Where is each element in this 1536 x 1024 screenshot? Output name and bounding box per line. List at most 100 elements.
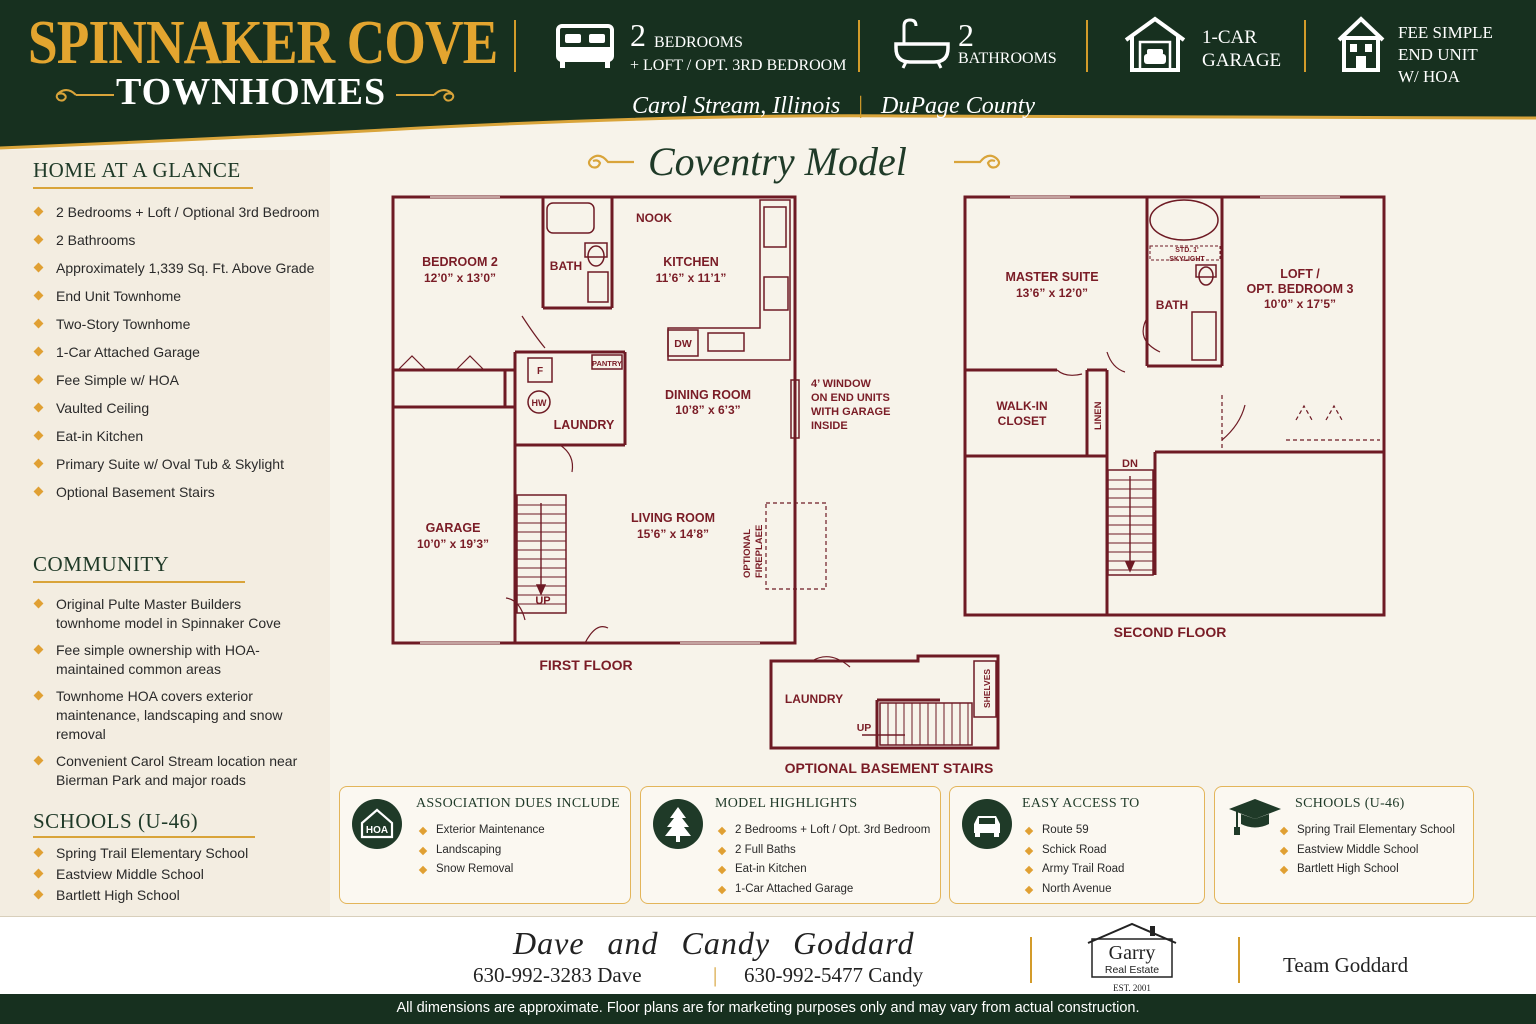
second-floor-outline: [963, 195, 1386, 617]
glance-item: Approximately 1,339 Sq. Ft. Above Grade: [33, 259, 323, 278]
linen-label: LINEN: [1093, 401, 1104, 430]
fireplace-label-1: OPTIONAL: [742, 529, 753, 578]
ownership-line-3: W/ HOA: [1398, 67, 1460, 86]
school-item: Bartlett High School: [1279, 860, 1455, 880]
dining-label: DINING ROOM: [665, 388, 751, 402]
bedrooms-label: BEDROOMS: [654, 34, 743, 51]
brand-subtitle: TOWNHOMES: [116, 71, 387, 113]
shelves: [973, 660, 997, 718]
highlights-box: MODEL HIGHLIGHTS 2 Bedrooms + Loft / Opt…: [640, 786, 941, 904]
skylight: [1149, 245, 1221, 261]
optional-fireplace: [765, 502, 827, 590]
logo-established: EST. 2001: [1113, 983, 1151, 993]
access-item: North Avenue: [1024, 880, 1124, 900]
door-swing: [1142, 317, 1161, 353]
highlights-title: MODEL HIGHLIGHTS: [715, 796, 858, 811]
community-item: Fee simple ownership with HOA-maintained…: [33, 641, 303, 679]
access-item: Route 59: [1024, 821, 1124, 841]
bedrooms-extra: + LOFT / OPT. 3RD BEDROOM: [630, 57, 847, 74]
dues-item: Snow Removal: [418, 860, 545, 880]
right-flourish-icon: [396, 89, 455, 102]
glance-list: 2 Bedrooms + Loft / Optional 3rd Bedroom…: [33, 203, 323, 511]
closet-doors: [397, 355, 485, 371]
water-heater: [527, 390, 551, 414]
walk-in-label-2: CLOSET: [998, 414, 1047, 428]
logo-subtitle: Real Estate: [1105, 964, 1159, 976]
community-item: Townhome HOA covers exterior maintenance…: [33, 687, 303, 744]
school-item: Bartlett High School: [33, 886, 303, 905]
door-swing: [811, 656, 851, 668]
header-divider: [514, 20, 516, 72]
door-swing: [559, 444, 574, 473]
second-floor-plan: [963, 195, 1386, 617]
logo-name: Garry: [1109, 942, 1156, 964]
garage-dim: 10’0” x 19’3”: [417, 537, 489, 551]
glance-item: Primary Suite w/ Oval Tub & Skylight: [33, 455, 323, 474]
basement-up-label: UP: [857, 722, 872, 734]
master-bath-label: BATH: [1156, 298, 1188, 312]
skylight-label-2: SKYLIGHT: [1169, 256, 1205, 263]
phone-candy[interactable]: 630-992-5477 Candy: [744, 963, 924, 987]
phone-dave[interactable]: 630-992-3283 Dave: [473, 963, 642, 987]
hoa-icon-text: HOA: [366, 825, 388, 836]
location-divider: |: [858, 93, 864, 119]
pantry: [591, 354, 623, 370]
school-item: Eastview Middle School: [33, 865, 303, 884]
model-title: Coventry Model: [648, 139, 907, 184]
toilet-tank: [584, 242, 608, 258]
access-title: EASY ACCESS TO: [1022, 796, 1140, 811]
highlight-item: 2 Full Baths: [717, 841, 930, 861]
bedroom-2-dim: 12’0” x 13’0”: [424, 271, 496, 285]
community-item: Convenient Carol Stream location near Bi…: [33, 752, 303, 790]
garage-line-2: GARAGE: [1202, 50, 1282, 71]
glance-item: Optional Basement Stairs: [33, 483, 323, 502]
window-note-1: 4’ WINDOW: [811, 378, 872, 390]
second-floor-label: SECOND FLOOR: [1114, 624, 1227, 640]
school-item: Spring Trail Elementary School: [33, 844, 303, 863]
skylight-label-1: STD. 1': [1175, 247, 1199, 254]
glance-item: Vaulted Ceiling: [33, 399, 323, 418]
schools-box-title: SCHOOLS (U-46): [1295, 796, 1405, 811]
ownership-line-2: END UNIT: [1398, 45, 1478, 64]
tree-icon-circle: [653, 799, 703, 849]
first-floor-outline: [391, 195, 797, 645]
kitchen-dim: 11’6” x 11’1”: [656, 271, 727, 285]
living-dim: 15’6” x 14’8”: [637, 527, 709, 541]
disclaimer: All dimensions are approximate. Floor pl…: [0, 994, 1536, 1024]
master-suite-label: MASTER SUITE: [1005, 270, 1098, 284]
basement-laundry-label: LAUNDRY: [785, 692, 843, 706]
bathrooms-count: 2: [958, 17, 974, 53]
glance-item: End Unit Townhome: [33, 287, 323, 306]
refrigerator: [763, 206, 787, 248]
schools-box: SCHOOLS (U-46) Spring Trail Elementary S…: [1214, 786, 1474, 904]
schools-heading: SCHOOLS (U-46): [33, 809, 199, 833]
first-floor-stairs: [516, 494, 567, 614]
bedrooms-count: 2: [630, 17, 646, 53]
window-note-2: ON END UNITS: [811, 392, 890, 404]
bathtub: [546, 202, 595, 234]
city: Carol Stream, Illinois: [632, 93, 841, 119]
door-swing: [1221, 404, 1246, 441]
highlight-item: 2 Bedrooms + Loft / Opt. 3rd Bedroom: [717, 821, 930, 841]
first-floor-plan: [391, 195, 827, 645]
living-label: LIVING ROOM: [631, 511, 715, 525]
walk-in-label-1: WALK-IN: [996, 399, 1047, 413]
fireplace-label-2: FIREPLAEE: [754, 525, 765, 578]
toilet: [1198, 266, 1214, 286]
footer: Dave and Candy Goddard 630-992-3283 Dave…: [0, 916, 1536, 994]
footer-divider: [1238, 937, 1240, 983]
bath-label: BATH: [550, 259, 582, 273]
car-icon-circle: [962, 799, 1012, 849]
garage-line-1: 1-CAR: [1202, 27, 1257, 48]
glance-item: Fee Simple w/ HOA: [33, 371, 323, 390]
loft-dim: 10’0” x 17’5”: [1264, 297, 1336, 311]
sink: [707, 332, 745, 352]
footer-divider: [1030, 937, 1032, 983]
community-rule: [33, 581, 245, 583]
bed-icon: [556, 24, 614, 68]
basement-outline: [769, 654, 1000, 750]
sidebar: HOME AT A GLANCE 2 Bedrooms + Loft / Opt…: [0, 150, 330, 916]
